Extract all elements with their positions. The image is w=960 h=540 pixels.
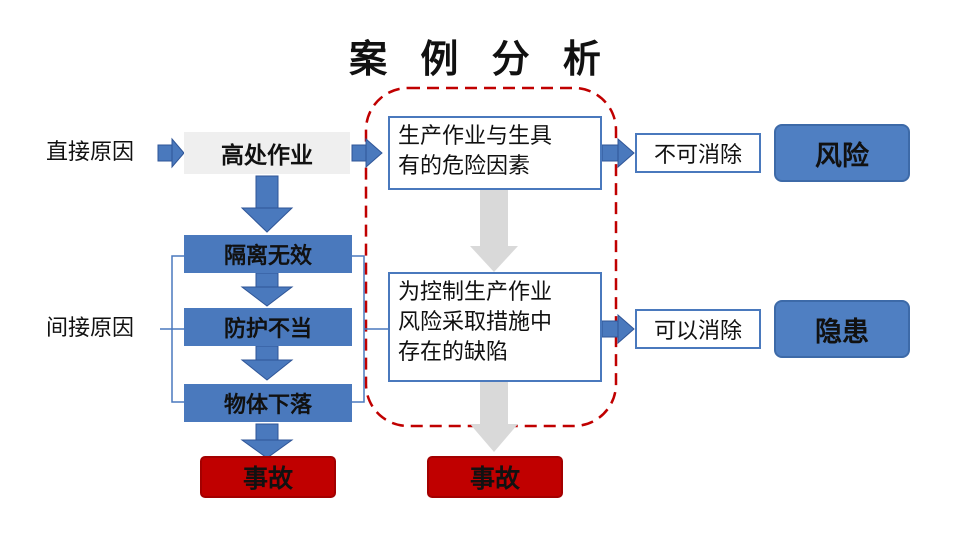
direct-cause-label: 直接原因: [46, 140, 135, 165]
risk-box: 风险: [774, 124, 910, 182]
high-work-box: 高处作业: [184, 132, 350, 174]
arrow-defect-to-can: [601, 313, 635, 345]
hidden-danger-box: 隐患: [774, 300, 910, 358]
gray-arrow-lower: [470, 382, 518, 452]
can-eliminate-box: 可以消除: [635, 309, 761, 349]
arrow-step1-down: [240, 272, 294, 307]
hazard-line-2: 有的危险因素: [398, 154, 531, 179]
step-object-falling: 物体下落: [184, 384, 352, 422]
accident-box-middle: 事故: [427, 456, 563, 498]
hazard-box: 生产作业与生具 有的危险因素: [388, 116, 602, 190]
defect-line-3: 存在的缺陷: [398, 340, 509, 365]
cannot-eliminate-box: 不可消除: [635, 133, 761, 173]
accident-box-left: 事故: [200, 456, 336, 498]
defect-line-1: 为控制生产作业: [398, 280, 553, 305]
defect-box: 为控制生产作业 风险采取措施中 存在的缺陷: [388, 272, 602, 382]
indirect-cause-label: 间接原因: [46, 316, 135, 341]
steps-bracket: [352, 255, 365, 403]
page-title: 案 例 分 析: [349, 37, 611, 81]
arrow-highwork-down: [240, 175, 294, 233]
step-improper-protection: 防护不当: [184, 308, 352, 346]
arrow-highwork-to-hazard: [351, 137, 383, 169]
arrow-direct-to-highwork: [157, 137, 185, 169]
arrow-step2-down: [240, 345, 294, 381]
defect-line-2: 风险采取措施中: [398, 310, 553, 335]
gray-arrow-upper: [470, 190, 518, 272]
arrow-step3-down: [240, 423, 294, 459]
step-isolation-failed: 隔离无效: [184, 235, 352, 273]
hazard-line-1: 生产作业与生具: [398, 124, 553, 149]
arrow-hazard-to-cannot: [601, 137, 635, 169]
